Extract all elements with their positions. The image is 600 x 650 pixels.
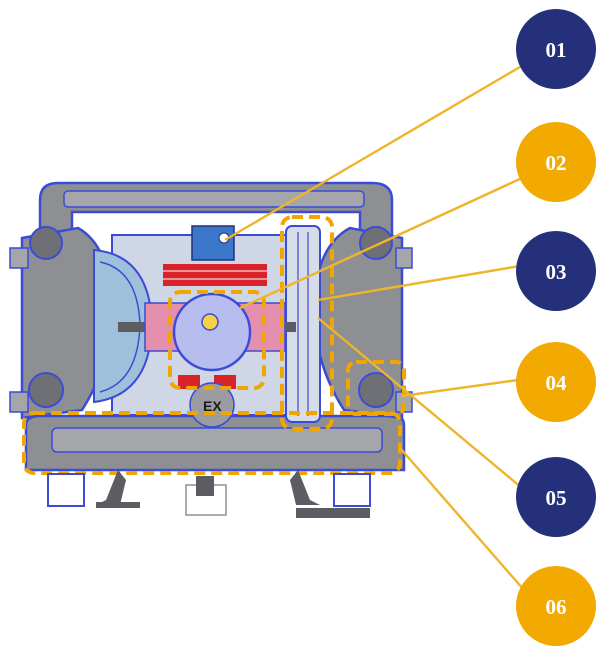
- leader-line-01: [224, 62, 526, 242]
- callout-label: 04: [546, 371, 568, 395]
- callout-badge-05: 05: [516, 457, 596, 537]
- leader-line-04: [401, 378, 519, 398]
- nameplate-text: EX: [203, 398, 222, 414]
- callout-label: 03: [546, 260, 567, 284]
- callout-label: 06: [546, 595, 567, 619]
- callout-label: 02: [546, 151, 567, 175]
- leader-line-06: [399, 447, 525, 591]
- callout-badges: 01 02 03 04 05 06: [516, 9, 596, 646]
- highlight-box-03: [280, 215, 334, 431]
- bottom-wheel: [189, 382, 235, 428]
- callout-badge-02: 02: [516, 122, 596, 202]
- callout-label: 01: [546, 38, 567, 62]
- highlight-box-06: [22, 411, 402, 475]
- callout-badge-04: 04: [516, 342, 596, 422]
- callout-circle: [516, 566, 596, 646]
- top-red-coil: [163, 264, 267, 286]
- callout-badge-06: 06: [516, 566, 596, 646]
- highlight-box-02: [168, 290, 266, 390]
- callout-circle: [516, 342, 596, 422]
- callout-circle: [516, 231, 596, 311]
- center-disc: [172, 292, 252, 372]
- right-foot: [333, 473, 371, 507]
- callout-circle: [516, 457, 596, 537]
- leader-line-05: [317, 317, 523, 489]
- callout-badge-03: 03: [516, 231, 596, 311]
- callout-circle: [516, 9, 596, 89]
- callout-circle: [516, 122, 596, 202]
- leader-line-03: [317, 264, 521, 302]
- callout-badge-01: 01: [516, 9, 596, 89]
- leader-lines: [224, 62, 526, 591]
- leader-line-02: [239, 176, 523, 310]
- pump-illustration: EX: [9, 181, 413, 518]
- left-foot: [47, 473, 85, 507]
- air-valve-block: [191, 225, 235, 261]
- callout-label: 05: [546, 486, 567, 510]
